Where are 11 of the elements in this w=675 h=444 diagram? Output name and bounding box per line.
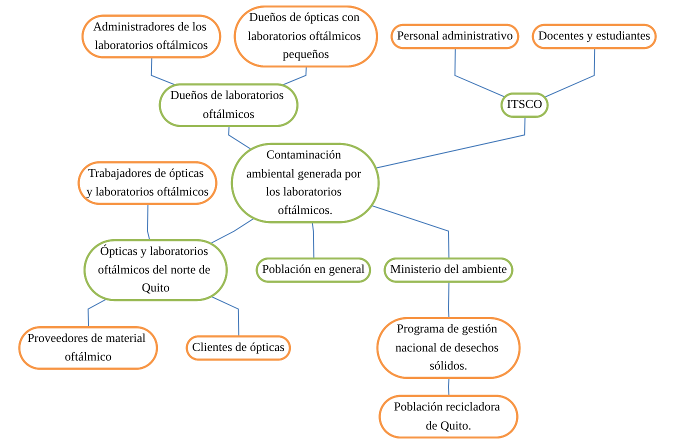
connector xyxy=(376,117,526,169)
connector xyxy=(372,205,450,259)
connector xyxy=(454,48,506,98)
connector xyxy=(448,282,450,318)
connector xyxy=(281,66,307,86)
connector xyxy=(544,48,596,98)
connector xyxy=(448,378,450,396)
connector xyxy=(228,126,252,150)
connector xyxy=(210,218,254,244)
connector xyxy=(312,222,314,259)
connector xyxy=(146,204,150,241)
